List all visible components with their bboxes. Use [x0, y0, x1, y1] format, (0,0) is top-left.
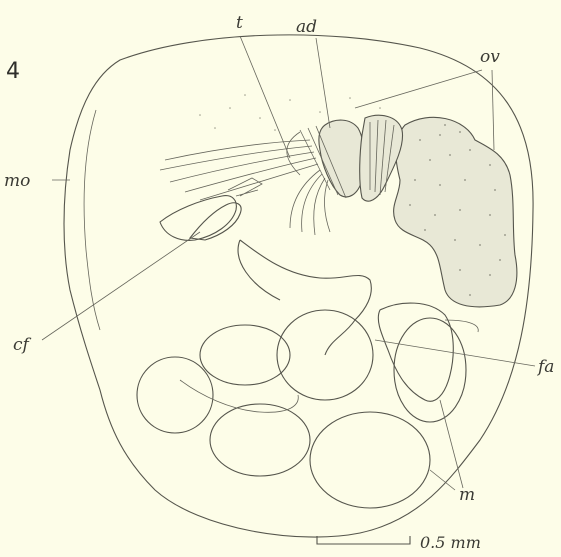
scale-bar-label: 0.5 mm [420, 533, 481, 552]
adductor-muscle [319, 120, 364, 197]
label-cf: cf [13, 335, 32, 355]
visceral-loop [238, 240, 371, 355]
figure-number: 4 [6, 59, 20, 84]
label-ov: ov [480, 47, 500, 67]
egg-3 [137, 357, 213, 433]
foot-fa [378, 303, 453, 401]
ovary-mass [394, 117, 517, 307]
egg-6 [394, 318, 466, 422]
cf-teeth [228, 178, 262, 196]
label-mo: mo [4, 171, 30, 191]
tentacle-bundle [160, 132, 330, 235]
cf-structure-inner [190, 203, 241, 240]
label-fa: fa [536, 357, 554, 377]
label-m: m [459, 485, 475, 505]
scale-bar [317, 536, 410, 544]
body-inner-edge [84, 110, 100, 330]
label-ad: ad [296, 17, 317, 37]
adductor-muscle-2 [360, 115, 403, 201]
egg-5 [310, 412, 430, 508]
label-t: t [236, 13, 243, 33]
egg-4 [210, 404, 310, 476]
